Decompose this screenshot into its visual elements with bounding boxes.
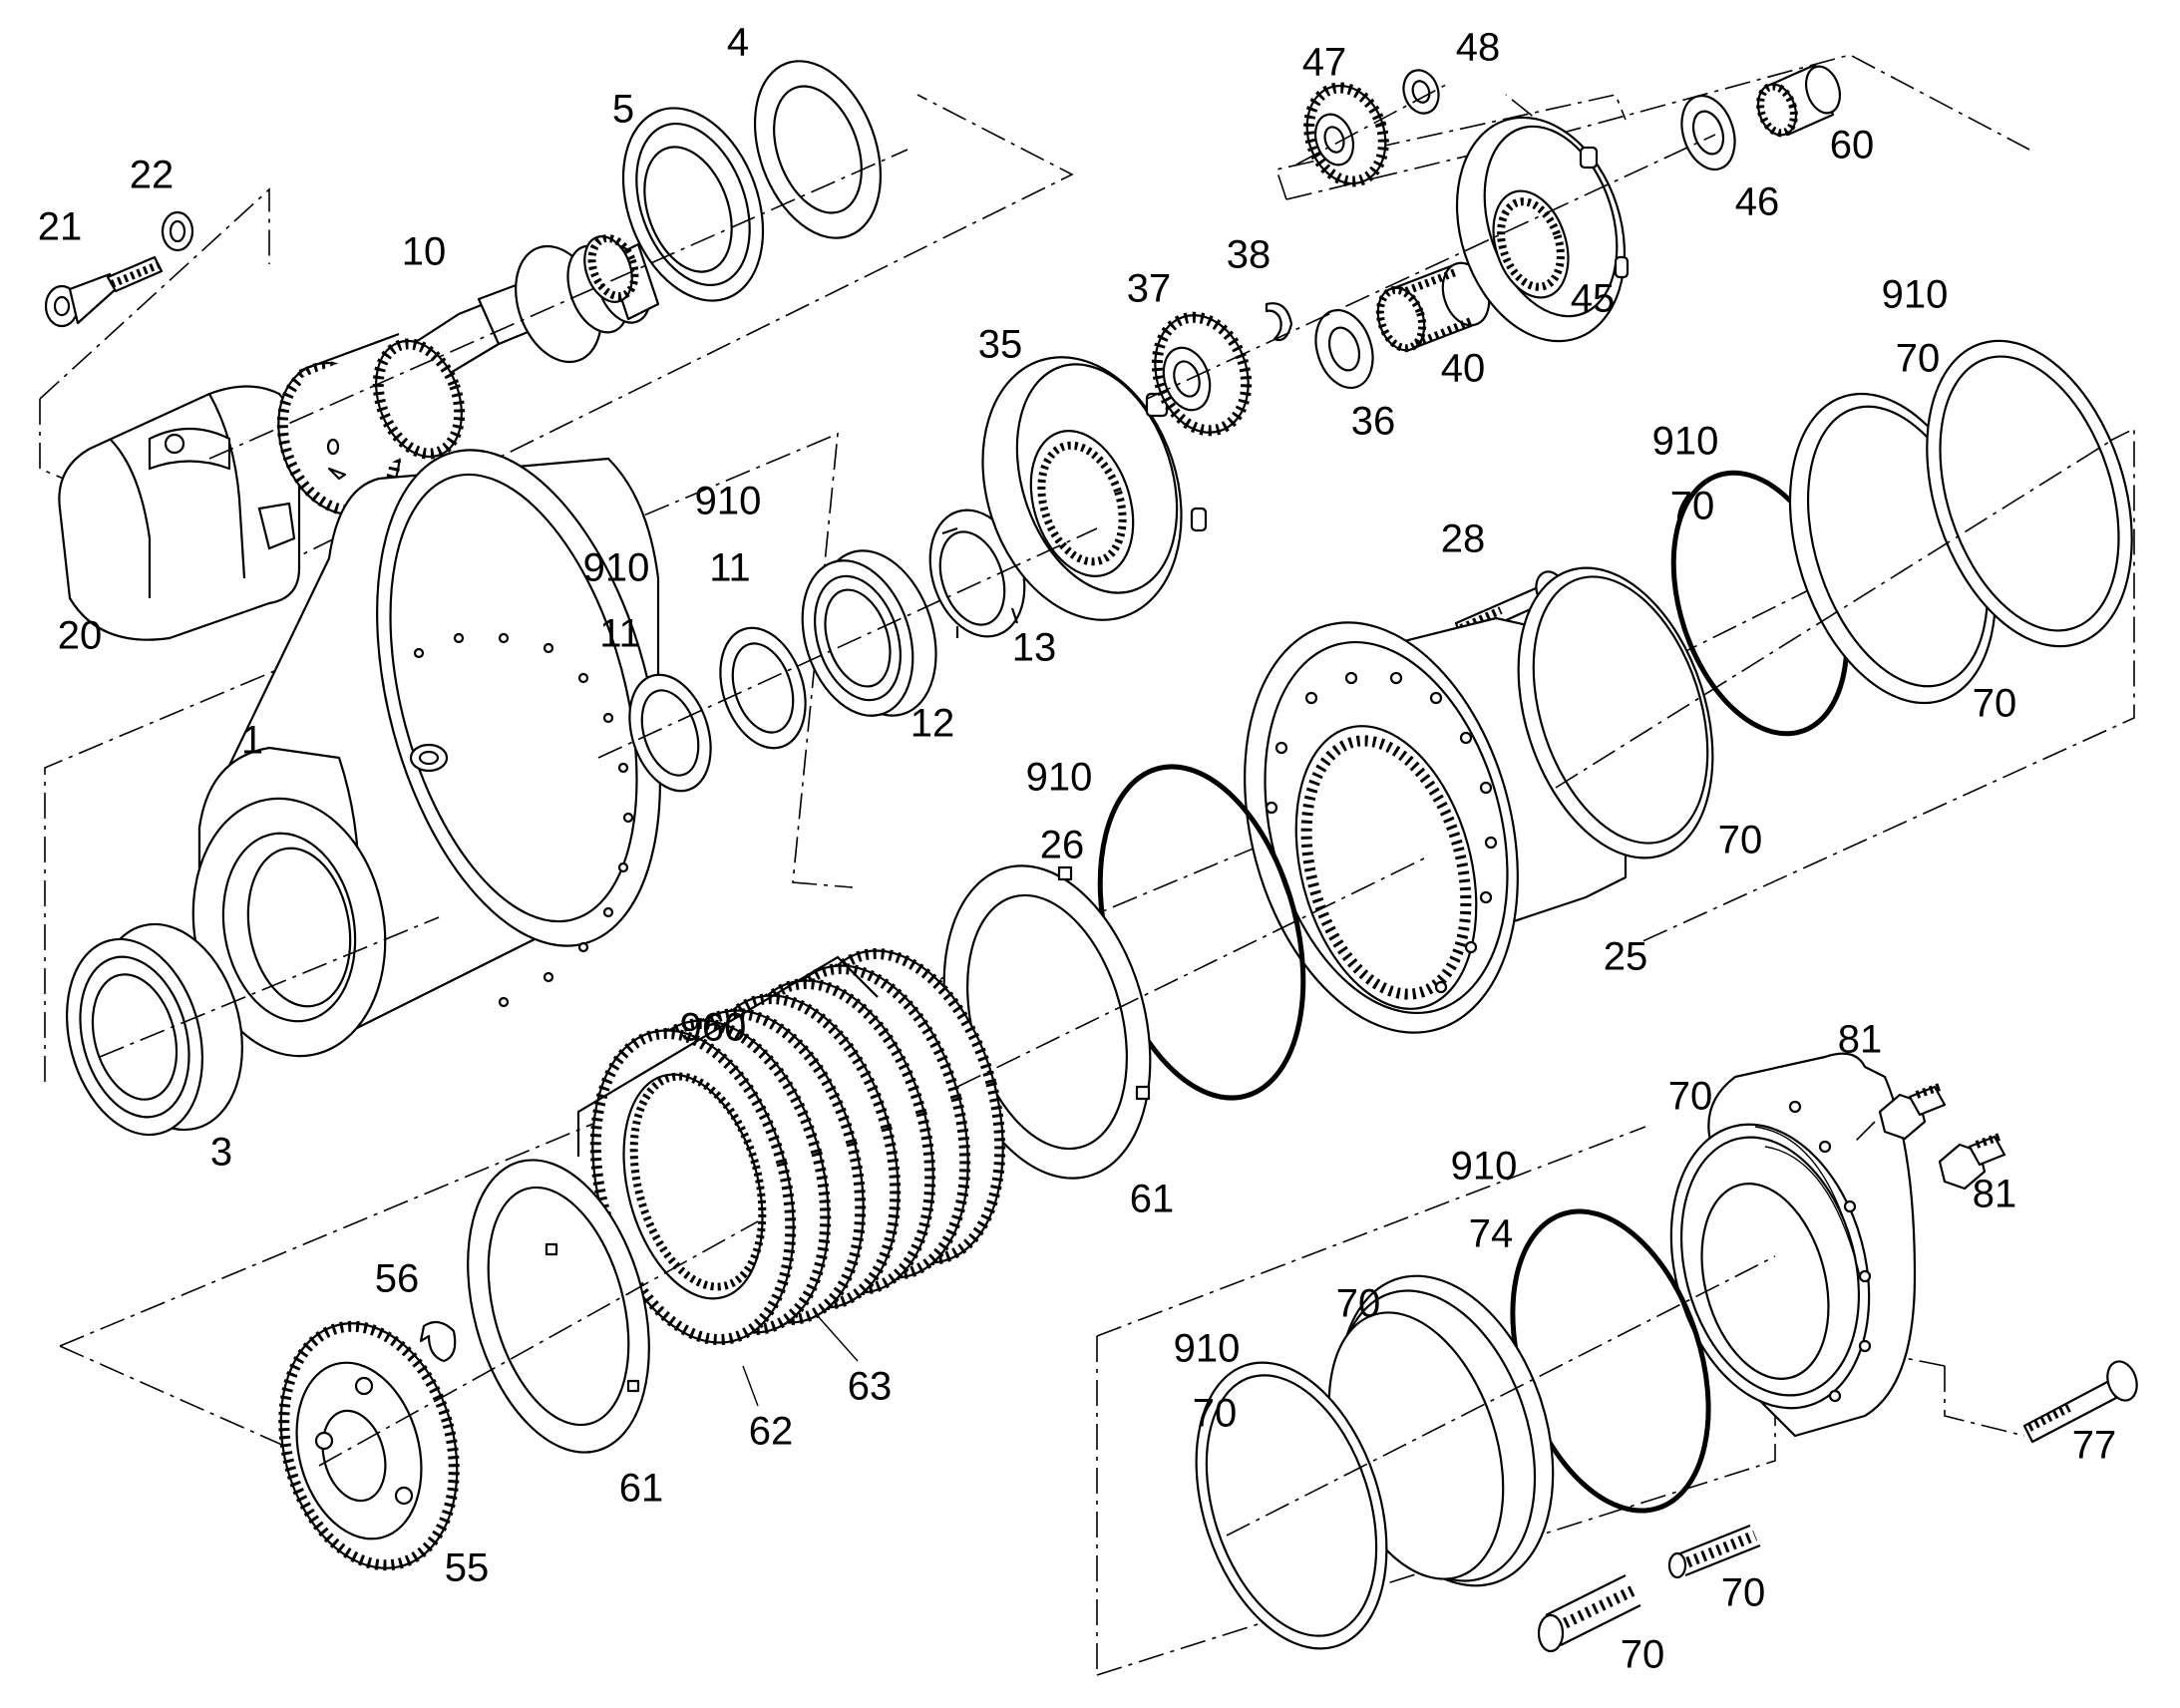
callout-10: 10 xyxy=(402,230,447,274)
callout-56: 56 xyxy=(375,1257,420,1301)
callout-910-a: 910 xyxy=(695,480,762,523)
callout-37: 37 xyxy=(1127,267,1172,311)
callout-910-g: 910 xyxy=(1174,1327,1241,1371)
callout-77: 77 xyxy=(2072,1424,2117,1468)
callout-13: 13 xyxy=(1012,626,1057,670)
part-70-ring-bottom xyxy=(1195,1361,1388,1650)
part-48-washer xyxy=(1402,69,1440,115)
callout-1: 1 xyxy=(241,719,263,763)
part-10-shaft xyxy=(276,233,660,516)
callout-70-c: 70 xyxy=(1973,682,2017,726)
callout-28: 28 xyxy=(1441,517,1486,561)
callout-labels: 1 3 4 5 10 21 22 20 910 11 910 11 12 13 … xyxy=(38,21,2117,1677)
callout-910-c: 910 xyxy=(1882,273,1949,317)
callout-74: 74 xyxy=(1469,1212,1514,1256)
part-4-ring xyxy=(753,60,883,239)
center-axes xyxy=(99,84,2115,1537)
part-1-housing xyxy=(191,449,661,1058)
ring-housing-bolt-holes xyxy=(1265,671,1498,994)
callout-70-f: 70 xyxy=(1336,1282,1381,1326)
callout-910-d: 910 xyxy=(1652,420,1719,464)
housing-bolt-holes xyxy=(413,632,634,1008)
callout-62: 62 xyxy=(749,1410,794,1454)
callout-26: 26 xyxy=(1040,824,1085,867)
callout-81-b: 81 xyxy=(1973,1173,2017,1216)
callout-910-f: 910 xyxy=(1451,1145,1518,1189)
part-60-gear xyxy=(1756,63,1842,138)
part-47-gear xyxy=(1303,82,1389,187)
part-20-cover xyxy=(58,385,301,641)
callout-12: 12 xyxy=(910,702,955,746)
callout-70-g: 70 xyxy=(1193,1392,1238,1436)
callout-60: 60 xyxy=(1830,124,1875,168)
callout-70-h: 70 xyxy=(1721,1571,1766,1615)
callout-3: 3 xyxy=(210,1131,232,1175)
part-40-sun-gear xyxy=(1375,261,1491,353)
callout-25: 25 xyxy=(1604,935,1648,979)
callout-55: 55 xyxy=(445,1546,490,1590)
part-960-bracket xyxy=(576,955,879,1157)
callout-22: 22 xyxy=(130,154,175,197)
callout-70-a: 70 xyxy=(1896,337,1941,381)
callout-70-d: 70 xyxy=(1718,819,1763,862)
part-37-gear xyxy=(1151,311,1253,437)
callout-46: 46 xyxy=(1735,180,1780,224)
callout-960: 960 xyxy=(680,1006,747,1050)
leader-lines xyxy=(742,1315,859,1407)
part-70-spring-a xyxy=(1667,1524,1761,1579)
callout-20: 20 xyxy=(58,614,103,658)
callout-35: 35 xyxy=(978,323,1023,367)
callout-45: 45 xyxy=(1571,277,1616,321)
part-21-screw xyxy=(44,255,164,328)
callout-11-b: 11 xyxy=(599,612,641,656)
part-960-disc-pack xyxy=(589,947,1006,1346)
callout-38: 38 xyxy=(1227,233,1272,277)
callout-11-a: 11 xyxy=(709,546,751,590)
part-5-ring xyxy=(621,107,765,302)
part-22-washer xyxy=(161,210,194,252)
callout-40: 40 xyxy=(1441,347,1486,391)
callout-81-a: 81 xyxy=(1838,1018,1883,1062)
part-81-fitting-b xyxy=(1938,1133,2006,1191)
callout-36: 36 xyxy=(1351,400,1396,444)
part-77-screw xyxy=(2022,1360,2138,1444)
part-81-fitting-a xyxy=(1878,1083,1947,1141)
part-25-ring-gear-housing xyxy=(1244,616,1628,1034)
callout-5: 5 xyxy=(612,88,634,132)
part-56-circlip xyxy=(419,1320,457,1363)
callout-61-b: 61 xyxy=(619,1467,664,1511)
part-36-washer xyxy=(1314,308,1374,390)
part-46-washer xyxy=(1680,94,1736,171)
callout-47: 47 xyxy=(1302,41,1347,85)
callout-63: 63 xyxy=(848,1365,893,1409)
callout-4: 4 xyxy=(727,21,749,65)
part-55-gear xyxy=(278,1320,460,1571)
part-70-spring-b xyxy=(1537,1574,1641,1653)
callout-910-e: 910 xyxy=(1026,756,1093,800)
part-38-circlip xyxy=(1265,302,1293,342)
callout-48: 48 xyxy=(1456,26,1501,70)
part-70-ring-4 xyxy=(1926,339,2133,648)
callout-21: 21 xyxy=(38,205,83,249)
callout-70-e: 70 xyxy=(1668,1075,1713,1119)
callout-70-b: 70 xyxy=(1670,485,1715,528)
part-70-ring-1 xyxy=(1517,566,1714,859)
part-3-bearing xyxy=(65,922,243,1137)
callout-910-b: 910 xyxy=(583,546,650,590)
part-61-plate-lower xyxy=(467,1159,650,1454)
callout-70-i: 70 xyxy=(1621,1633,1665,1677)
part-45-carrier xyxy=(1455,116,1630,343)
part-11-ring-b xyxy=(719,626,807,750)
part-70-piston-housing xyxy=(1669,1052,1917,1438)
callout-61-a: 61 xyxy=(1130,1178,1175,1221)
part-11-ring-a xyxy=(628,673,712,793)
